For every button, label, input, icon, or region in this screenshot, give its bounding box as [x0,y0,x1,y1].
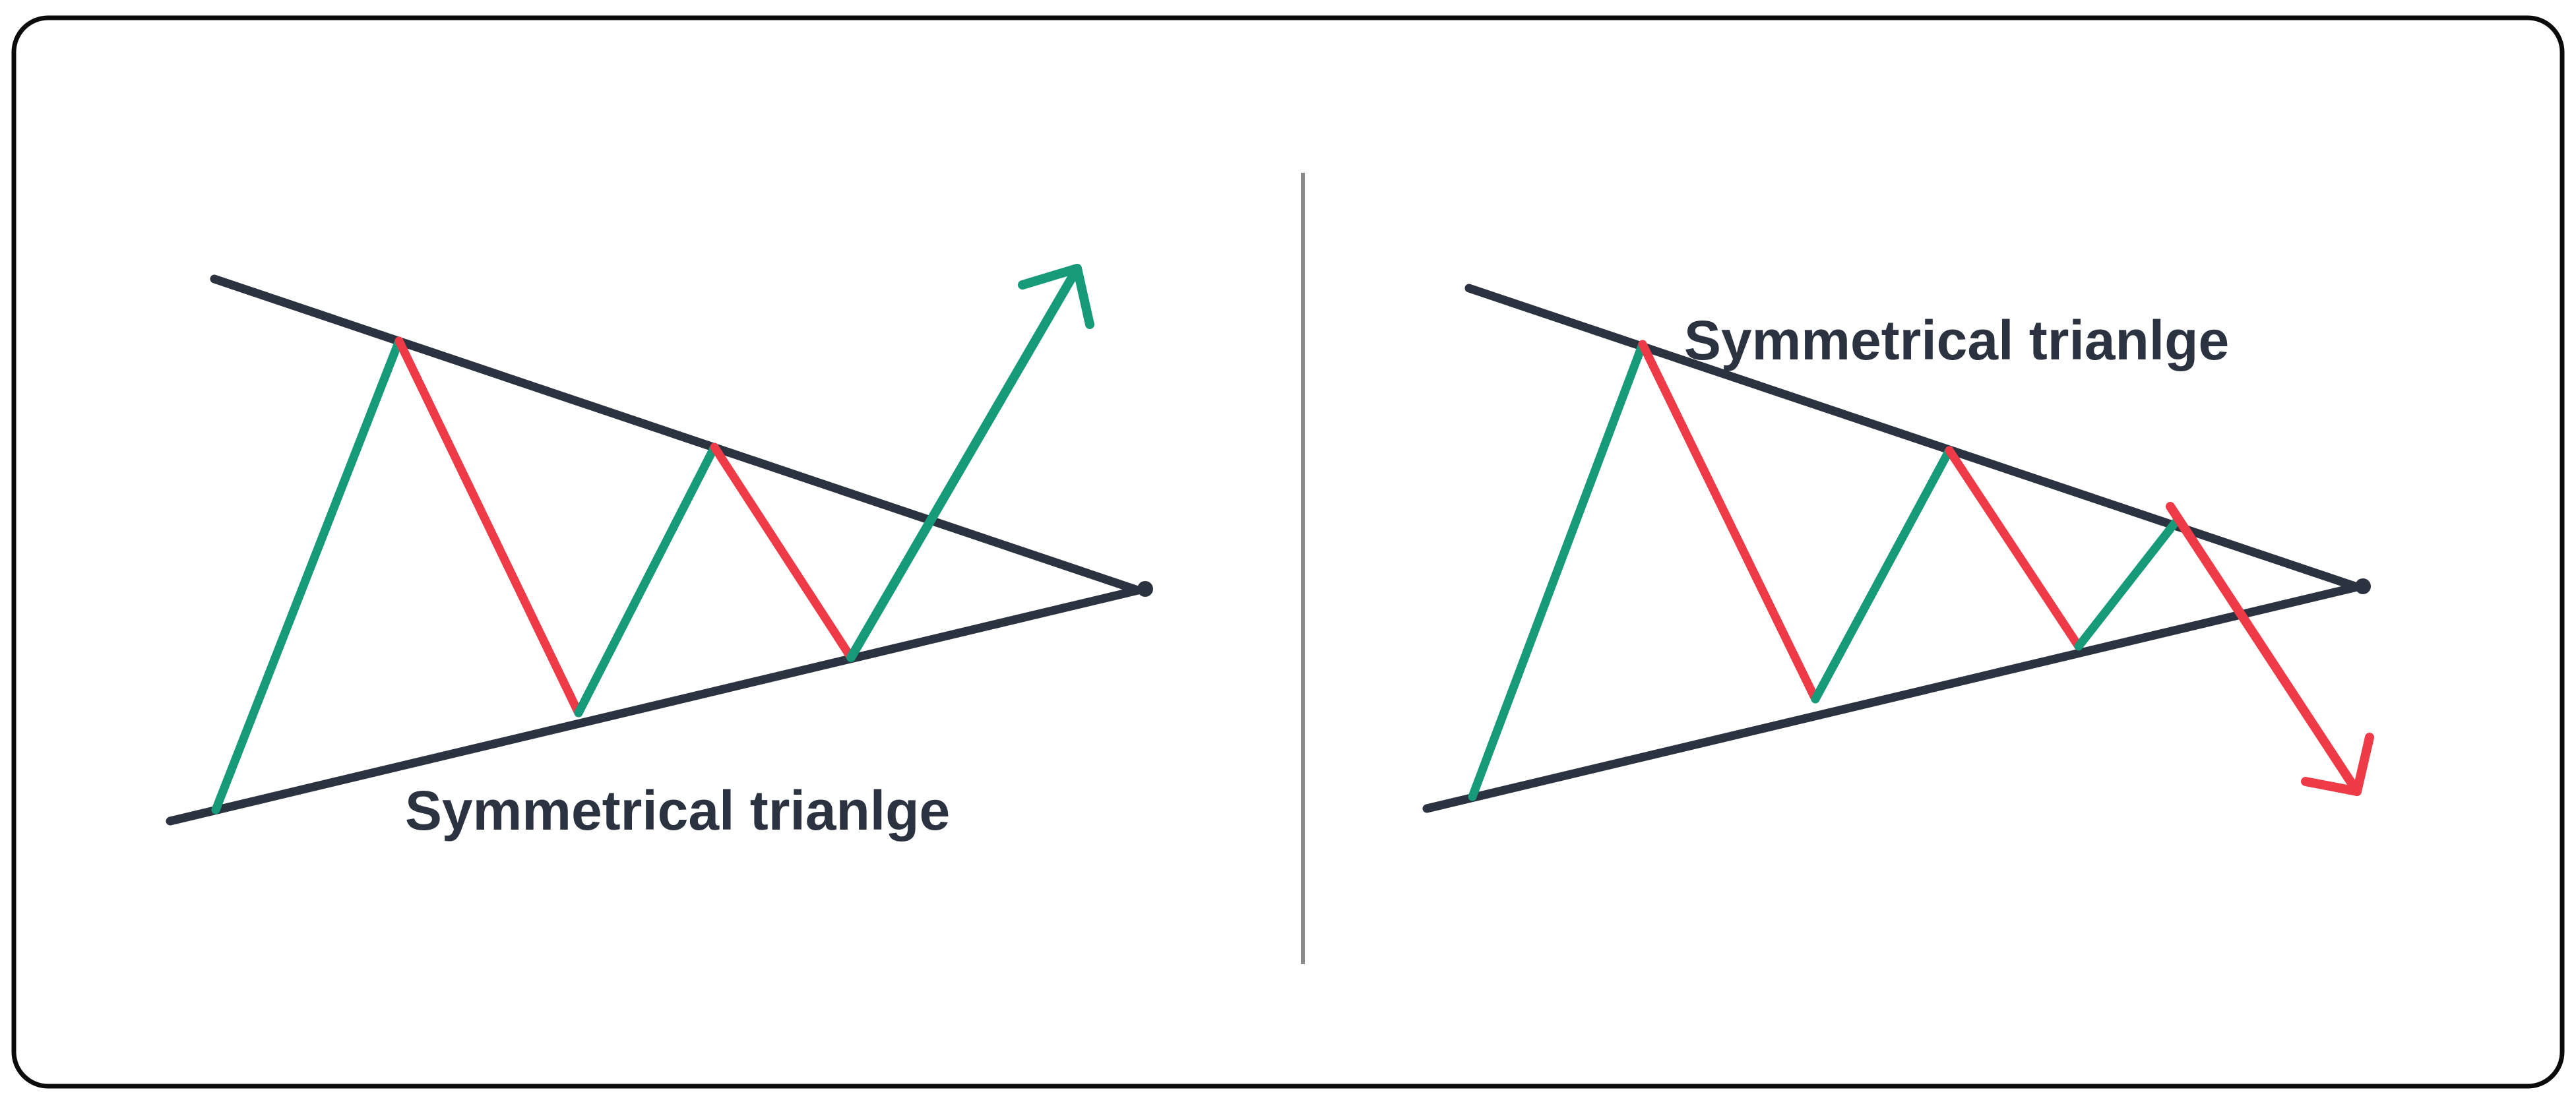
right-price-leg-up-3 [2074,518,2180,651]
right-price-leg-up-2 [1811,446,1954,704]
left-price-leg-down-2 [710,443,856,662]
right-pattern-label: Symmetrical trianlge [1684,309,2229,371]
right-price-leg-down-1 [1638,340,1820,704]
right-price-leg-down-2 [1945,446,2083,651]
left-bullish-breakout-arrow-shaft [846,264,1082,662]
right-lower-trendline [1422,582,2362,813]
right-apex-dot [2355,578,2371,594]
left-lower-trendline [166,586,1143,826]
right-upper-trendline [1464,284,2362,592]
figure-border [11,15,2565,1089]
left-pattern-label: Symmetrical trianlge [405,780,950,842]
left-price-leg-up-1 [211,336,404,814]
right-bearish-breakout-arrow-shaft [2166,502,2362,796]
left-panel-symmetrical-triangle-bullish: Symmetrical trianlge [166,264,1153,842]
right-panel-symmetrical-triangle-bearish: Symmetrical trianlge [1422,284,2374,813]
left-apex-dot [1137,581,1153,597]
left-price-leg-down-1 [394,336,583,718]
right-bearish-breakout-arrowhead-icon [2301,733,2374,796]
left-price-leg-up-2 [574,443,719,718]
right-price-leg-up-1 [1468,340,1647,801]
left-bullish-breakout-arrowhead-icon [1018,264,1094,329]
left-upper-trendline [210,274,1143,595]
